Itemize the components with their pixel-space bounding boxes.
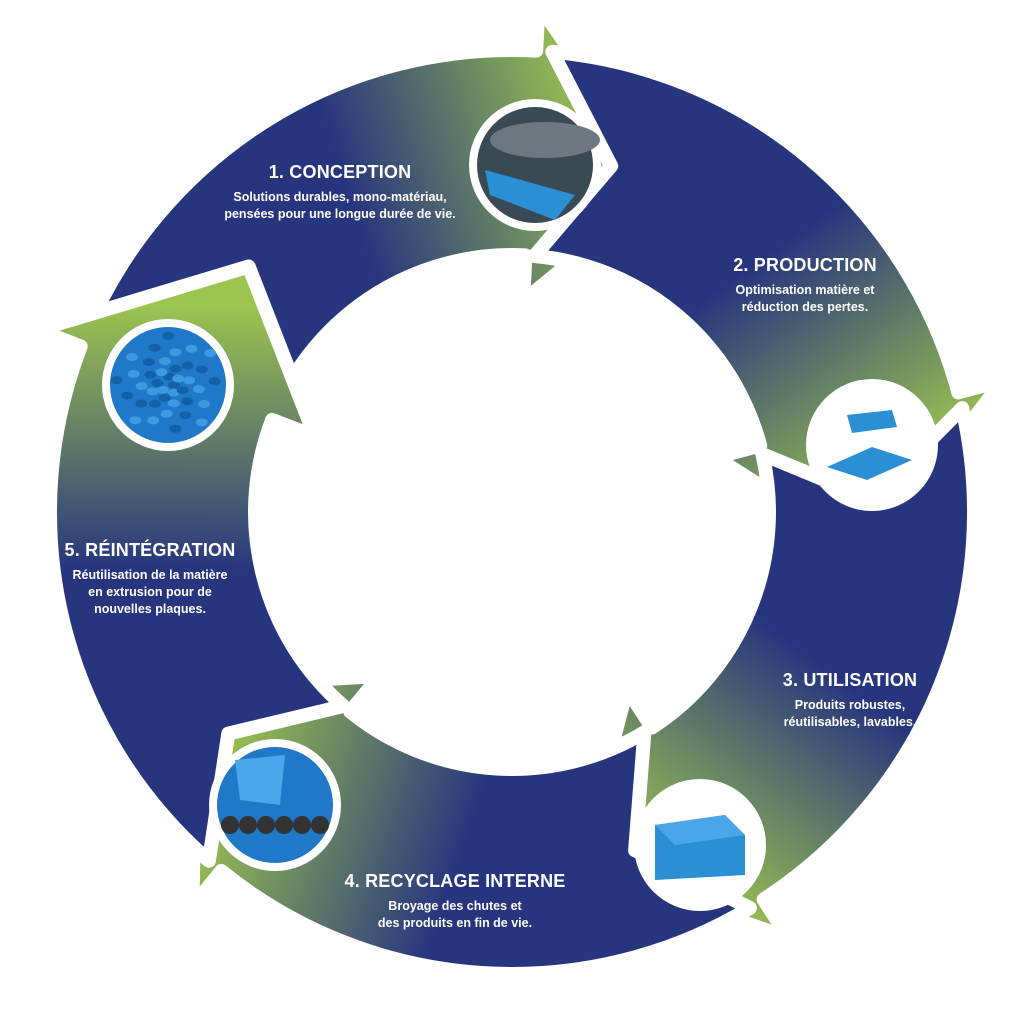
step-reintegration: 5. RÉINTÉGRATION Réutilisation de la mat… — [30, 540, 270, 618]
extrusion-roller-icon — [469, 99, 601, 231]
step-title: 5. RÉINTÉGRATION — [64, 540, 236, 560]
arrow-segment-recyclage — [185, 669, 757, 981]
step-utilisation: 3. UTILISATION Produits robustes, réutil… — [735, 670, 965, 731]
step-desc-line: nouvelles plaques. — [94, 602, 206, 616]
step-desc-line: Réutilisation de la matière — [72, 568, 228, 582]
step-desc-line: réduction des pertes. — [741, 300, 869, 314]
step-production: 2. PRODUCTION Optimisation matière et ré… — [690, 255, 920, 316]
step-desc-line: Solutions durables, mono-matériau, — [233, 190, 447, 204]
plastic-sheets-icon — [806, 379, 938, 511]
shredder-icon — [209, 739, 341, 871]
step-title: 2. PRODUCTION — [733, 255, 877, 275]
plastic-granules-icon — [102, 319, 234, 451]
step-title: 4. RECYCLAGE INTERNE — [344, 871, 566, 891]
step-conception: 1. CONCEPTION Solutions durables, mono-m… — [175, 162, 505, 223]
step-recyclage: 4. RECYCLAGE INTERNE Broyage des chutes … — [320, 871, 590, 932]
step-desc-line: Optimisation matière et — [735, 283, 875, 297]
step-title: 3. UTILISATION — [782, 670, 918, 690]
step-title: 1. CONCEPTION — [268, 162, 412, 182]
step-desc-line: réutilisables, lavables. — [783, 715, 917, 729]
step-desc-line: des produits en fin de vie. — [377, 916, 533, 930]
step-desc-line: en extrusion pour de — [88, 585, 212, 599]
step-desc-line: Produits robustes, — [794, 698, 906, 712]
plastic-box-icon — [634, 779, 766, 911]
step-desc-line: pensées pour une longue durée de vie. — [224, 207, 456, 221]
step-desc-line: Broyage des chutes et — [388, 899, 522, 913]
